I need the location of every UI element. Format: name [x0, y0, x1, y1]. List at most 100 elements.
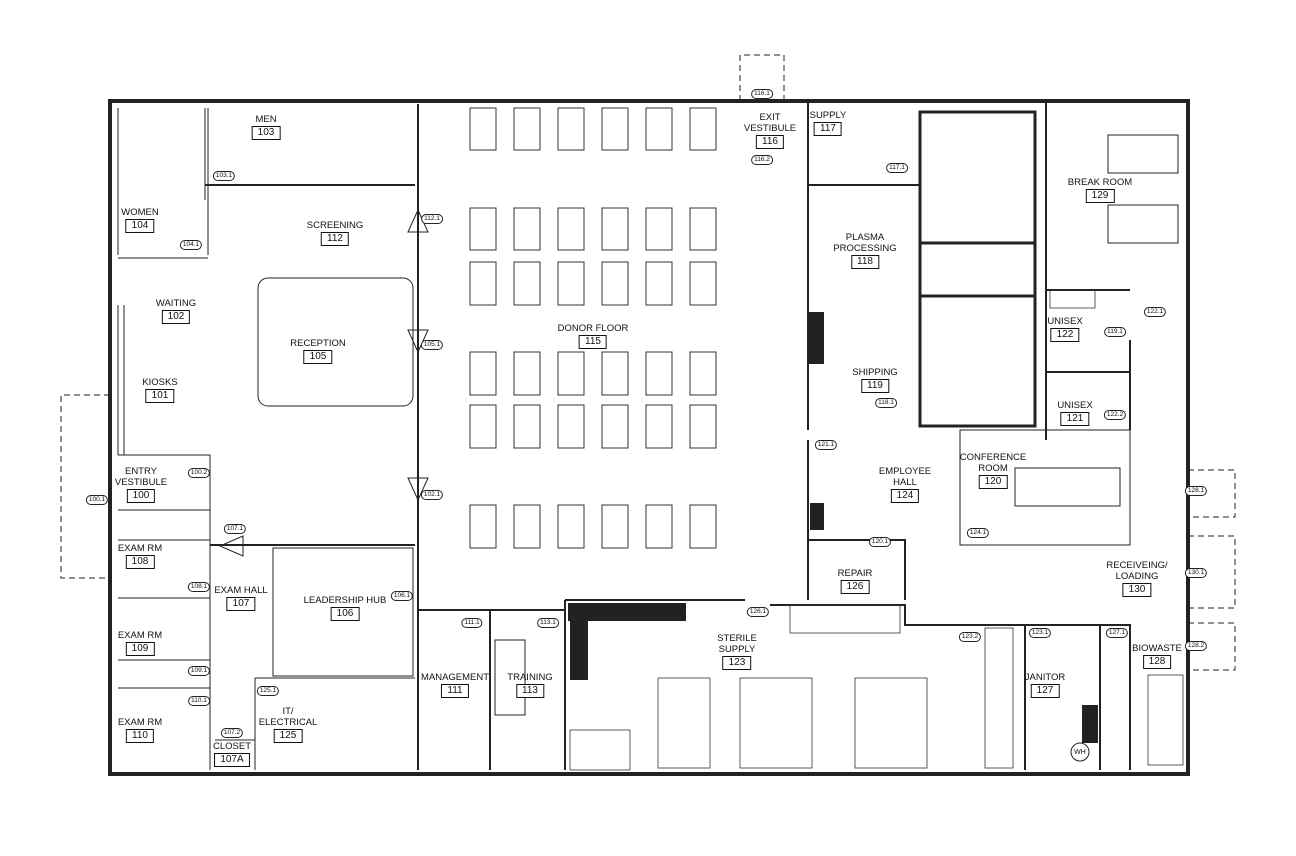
room-name: CONFERENCE: [959, 452, 1027, 463]
room-name: UNISEX: [1047, 316, 1083, 327]
room-name: SUPPLY: [809, 110, 847, 121]
donor-chair: [601, 504, 629, 549]
door-tag: 128.2: [1184, 641, 1208, 651]
donor-chair: [469, 504, 497, 549]
break-table-1: [1107, 134, 1179, 174]
door-tag: 103.1: [212, 171, 236, 181]
room-name: PROCESSING: [833, 243, 897, 254]
donor-chair: [557, 351, 585, 396]
room-number: 107A: [214, 753, 250, 767]
dock-canopy-2: [1188, 535, 1236, 609]
room-name: EXAM RM: [117, 630, 163, 641]
donor-chair: [469, 207, 497, 251]
donor-chair: [469, 404, 497, 449]
donor-chair: [689, 261, 717, 306]
break-table-2: [1107, 204, 1179, 244]
room-number: 126: [840, 580, 870, 594]
door-tag: 120.1: [868, 537, 892, 547]
dock-canopy-1: [1188, 469, 1236, 518]
donor-chair: [645, 261, 673, 306]
exterior-wall: [108, 99, 1190, 776]
donor-chair: [469, 261, 497, 306]
donor-chair: [513, 107, 541, 151]
processing-walls: [807, 101, 920, 430]
door-tag: 109.1: [187, 666, 211, 676]
room-number: 112: [321, 232, 349, 246]
room-name: RECEIVEING/: [1106, 560, 1168, 571]
door-tag: 113.1: [537, 618, 559, 628]
door-tag: 122.1: [1143, 307, 1167, 317]
donor-chair: [513, 261, 541, 306]
donor-chair: [557, 261, 585, 306]
conference-walls: [959, 429, 1131, 546]
room-name: IT/: [282, 706, 294, 717]
door-tag: 104.1: [179, 240, 203, 250]
conference-table: [1014, 467, 1121, 507]
door-tag: 123.1: [1028, 628, 1052, 638]
exam-room-walls: [118, 510, 211, 770]
room-number: 117: [814, 122, 842, 136]
donor-chair: [557, 107, 585, 151]
door-tag: 128.1: [1184, 486, 1208, 496]
door-tag: 122.2: [1103, 410, 1127, 420]
donor-chair: [513, 207, 541, 251]
dark-equipment: [568, 312, 1098, 743]
room-name: HALL: [893, 477, 917, 488]
room-name: KIOSKS: [142, 377, 178, 388]
room-number: 118: [851, 255, 879, 269]
room-name: VESTIBULE: [743, 123, 797, 134]
repair-walls: [807, 440, 906, 600]
donor-chair: [601, 404, 629, 449]
training-table: [494, 639, 526, 716]
donor-chair: [645, 404, 673, 449]
room-name: ELECTRICAL: [258, 717, 318, 728]
donor-chair: [689, 404, 717, 449]
room-name: CLOSET: [212, 741, 252, 752]
screening-walls: [205, 104, 419, 770]
door-tag: 119.1: [1104, 327, 1126, 337]
room-name: LEADERSHIP HUB: [303, 595, 387, 606]
door-tag: 126.1: [746, 607, 770, 617]
arrow-107: [218, 535, 244, 557]
door-tag: 100.2: [187, 468, 211, 478]
door-tag: 105.1: [420, 340, 444, 350]
door-tag: 107.2: [220, 728, 244, 738]
room-name: BIOWASTE: [1132, 643, 1182, 654]
donor-chair: [469, 351, 497, 396]
room-name: MANAGEMENT: [420, 672, 490, 683]
room-number: 124: [890, 489, 920, 503]
donor-chair: [689, 107, 717, 151]
room-name: EXAM HALL: [214, 585, 268, 596]
room-number: 130: [1122, 583, 1152, 597]
room-name: PLASMA: [845, 232, 885, 243]
room-number: 107: [226, 597, 256, 611]
room-number: 116: [756, 135, 784, 149]
donor-chair: [469, 107, 497, 151]
exit-canopy: [739, 54, 785, 101]
room-number: 104: [125, 219, 155, 233]
room-name: TRAINING: [507, 672, 553, 683]
room-number: 119: [861, 379, 889, 393]
door-tag: 124.1: [966, 528, 990, 538]
room-number: 125: [273, 729, 303, 743]
janitor-walls: [1024, 625, 1101, 770]
donor-chair: [645, 107, 673, 151]
room-name: SUPPLY: [718, 644, 756, 655]
unisex-walls: [1045, 101, 1131, 440]
room-name: ROOM: [978, 463, 1008, 474]
